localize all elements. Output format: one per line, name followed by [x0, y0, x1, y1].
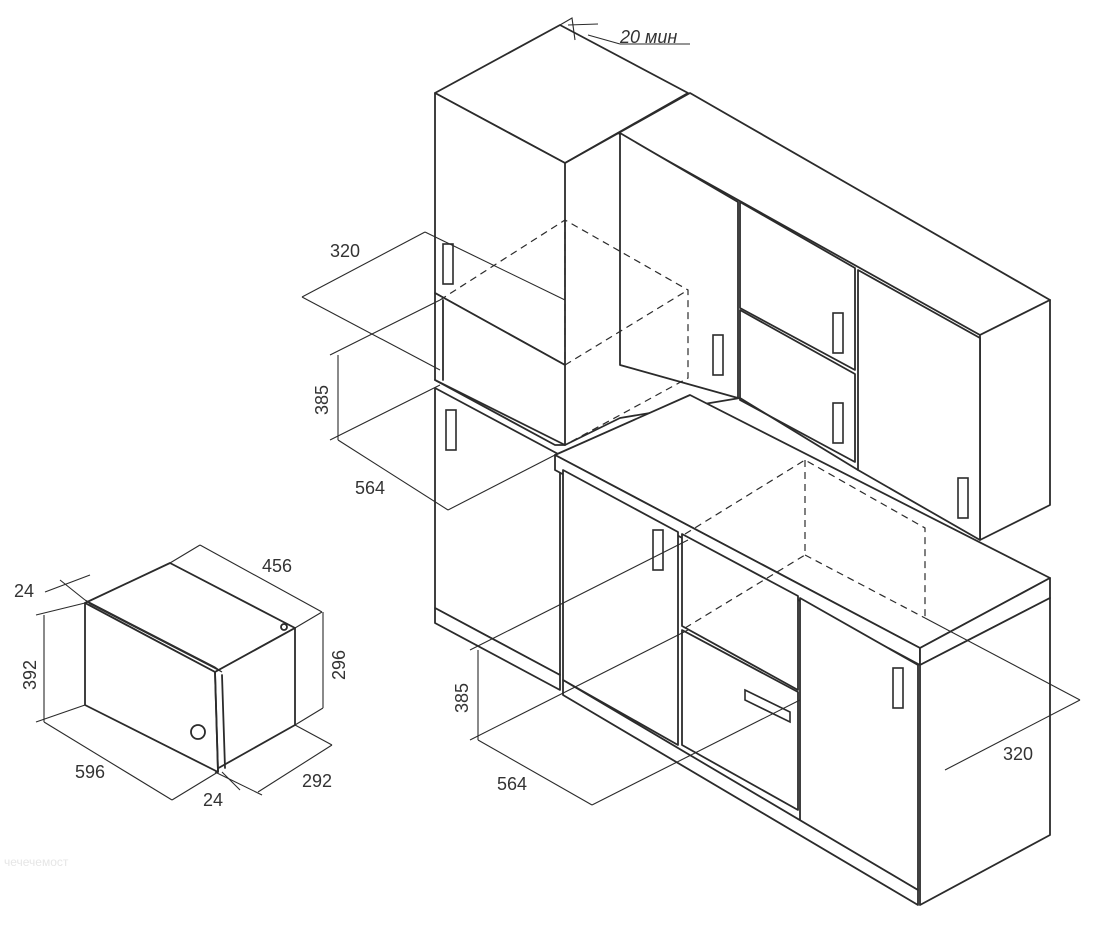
oven-body-width-label: 456 — [262, 556, 292, 576]
lower-depth-label: 320 — [1003, 744, 1033, 764]
oven-height-label: 392 — [20, 660, 40, 690]
lower-height-label: 385 — [452, 683, 472, 713]
oven — [84, 562, 296, 773]
drawer-handle-shape — [744, 688, 791, 724]
oven-body-depth-label: 292 — [302, 771, 332, 791]
lower-left-handle-shape — [445, 409, 457, 451]
wall-door-4-handle-shape — [957, 477, 969, 519]
wall-door-3-handle-shape — [832, 402, 844, 444]
gap-min-label: 20 мин — [619, 27, 677, 47]
upper-depth-label: 320 — [330, 241, 360, 261]
upper-left-handle-shape — [442, 243, 454, 285]
niche-outlines — [439, 219, 926, 629]
wall-door-1-handle-shape — [712, 334, 724, 376]
lower-width-label: 564 — [497, 774, 527, 794]
upper-height-label: 385 — [312, 385, 332, 415]
oven-frame-top-label: 24 — [14, 581, 34, 601]
base-door-2-handle-shape — [892, 667, 904, 709]
upper-width-label: 564 — [355, 478, 385, 498]
watermark-text: чечечемост — [4, 855, 69, 869]
oven-dimensions — [35, 544, 333, 801]
oven-frame-bottom-label: 24 — [203, 790, 223, 810]
kitchen-dimensions — [301, 17, 1081, 806]
tall-column-cabinet — [434, 24, 689, 691]
oven-width-label: 596 — [75, 762, 105, 782]
oven-body-height-label: 296 — [329, 650, 349, 680]
base-cabinet-row — [554, 394, 1051, 906]
base-door-1-handle-shape — [652, 529, 664, 571]
wall-cabinet-row — [564, 92, 1051, 541]
wall-door-2-handle-shape — [832, 312, 844, 354]
